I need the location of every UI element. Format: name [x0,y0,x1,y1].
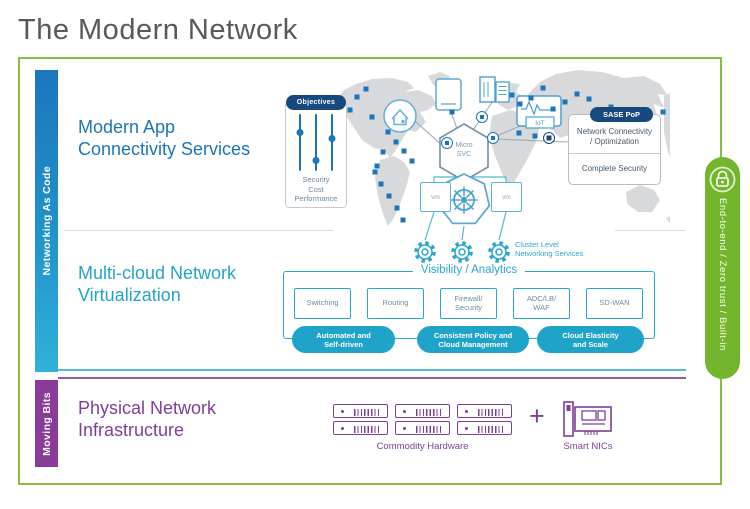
pill-consistent-policy: Consistent Policy and Cloud Management [417,326,529,353]
sase-row-security: Complete Security [581,163,648,173]
lock-icon [709,166,736,193]
building-icon [479,76,510,103]
objectives-badge: Objectives [286,95,346,110]
server-unit-icon [457,421,512,435]
gear-icon [417,244,434,261]
home-icon [383,99,417,133]
server-unit-icon [395,421,450,435]
page-title: The Modern Network [18,14,298,46]
sase-row-connectivity: Network Connectivity / Optimization [569,115,660,154]
sase-pop-box: Network Connectivity / Optimization Comp… [568,114,661,185]
rail-networking-as-code: Networking As Code [35,70,58,372]
function-box-adc: ADC/LB/ WAF [513,288,570,319]
sase-pop-badge: SASE PoP [590,107,653,122]
cluster-services-label: Cluster Level Networking Services [515,240,584,258]
security-pill: End-to-end / Zero trust / Built-in [705,157,740,379]
commodity-hardware-label: Commodity Hardware [376,441,469,452]
slider-knob [296,129,304,136]
iot-label: IoT [535,119,545,127]
visibility-analytics-label: Visibility / Analytics [412,264,526,276]
divider-multicloud [58,369,686,371]
smart-nics-label: Smart NICs [563,441,613,452]
slider-security [296,114,304,171]
heading-physical: Physical Network Infrastructure [78,398,217,440]
server-grid [333,404,512,435]
function-box-firewall: Firewall/ Security [440,288,497,319]
server-unit-icon [333,404,388,418]
slider-knob [312,157,320,164]
slider-performance [328,114,336,171]
rail-moving-label: Moving Bits [40,391,53,456]
server-unit-icon [457,404,512,418]
heading-multicloud: Multi-cloud Network Virtualization [78,263,237,305]
vm-box-right: vm [491,182,522,212]
server-unit-icon [395,404,450,418]
gear-icon [491,244,508,261]
security-pill-label: End-to-end / Zero trust / Built-in [717,198,728,351]
rail-moving-bits: Moving Bits [35,380,58,467]
function-box-sdwan: SD-WAN [586,288,643,319]
objectives-panel: Security Cost Performance [285,102,347,208]
objectives-caption: Security Cost Performance [294,175,338,203]
vm-box-left: vm [420,182,451,212]
function-box-routing: Routing [367,288,424,319]
micro-svc-label: Micro SVC [455,142,473,158]
gear-icon [454,244,471,261]
divider-physical [58,377,686,379]
smart-nic-icon [563,401,612,437]
divider-modern-app-left [64,230,333,231]
slider-cost [312,114,320,171]
heading-modern-app: Modern App Connectivity Services [78,117,251,159]
plus-sign: + [529,401,545,431]
rail-networking-label: Networking As Code [40,166,53,276]
pill-cloud-elasticity: Cloud Elasticity and Scale [537,326,644,353]
divider-modern-app-right [615,230,686,231]
vm-label: vm [431,193,440,201]
function-box-switching: Switching [294,288,351,319]
vm-label: vm [502,193,511,201]
server-unit-icon [333,421,388,435]
slider-knob [328,135,336,142]
tablet-icon [435,78,462,111]
pill-automated: Automated and Self-driven [292,326,395,353]
iot-monitor-icon [516,95,562,129]
